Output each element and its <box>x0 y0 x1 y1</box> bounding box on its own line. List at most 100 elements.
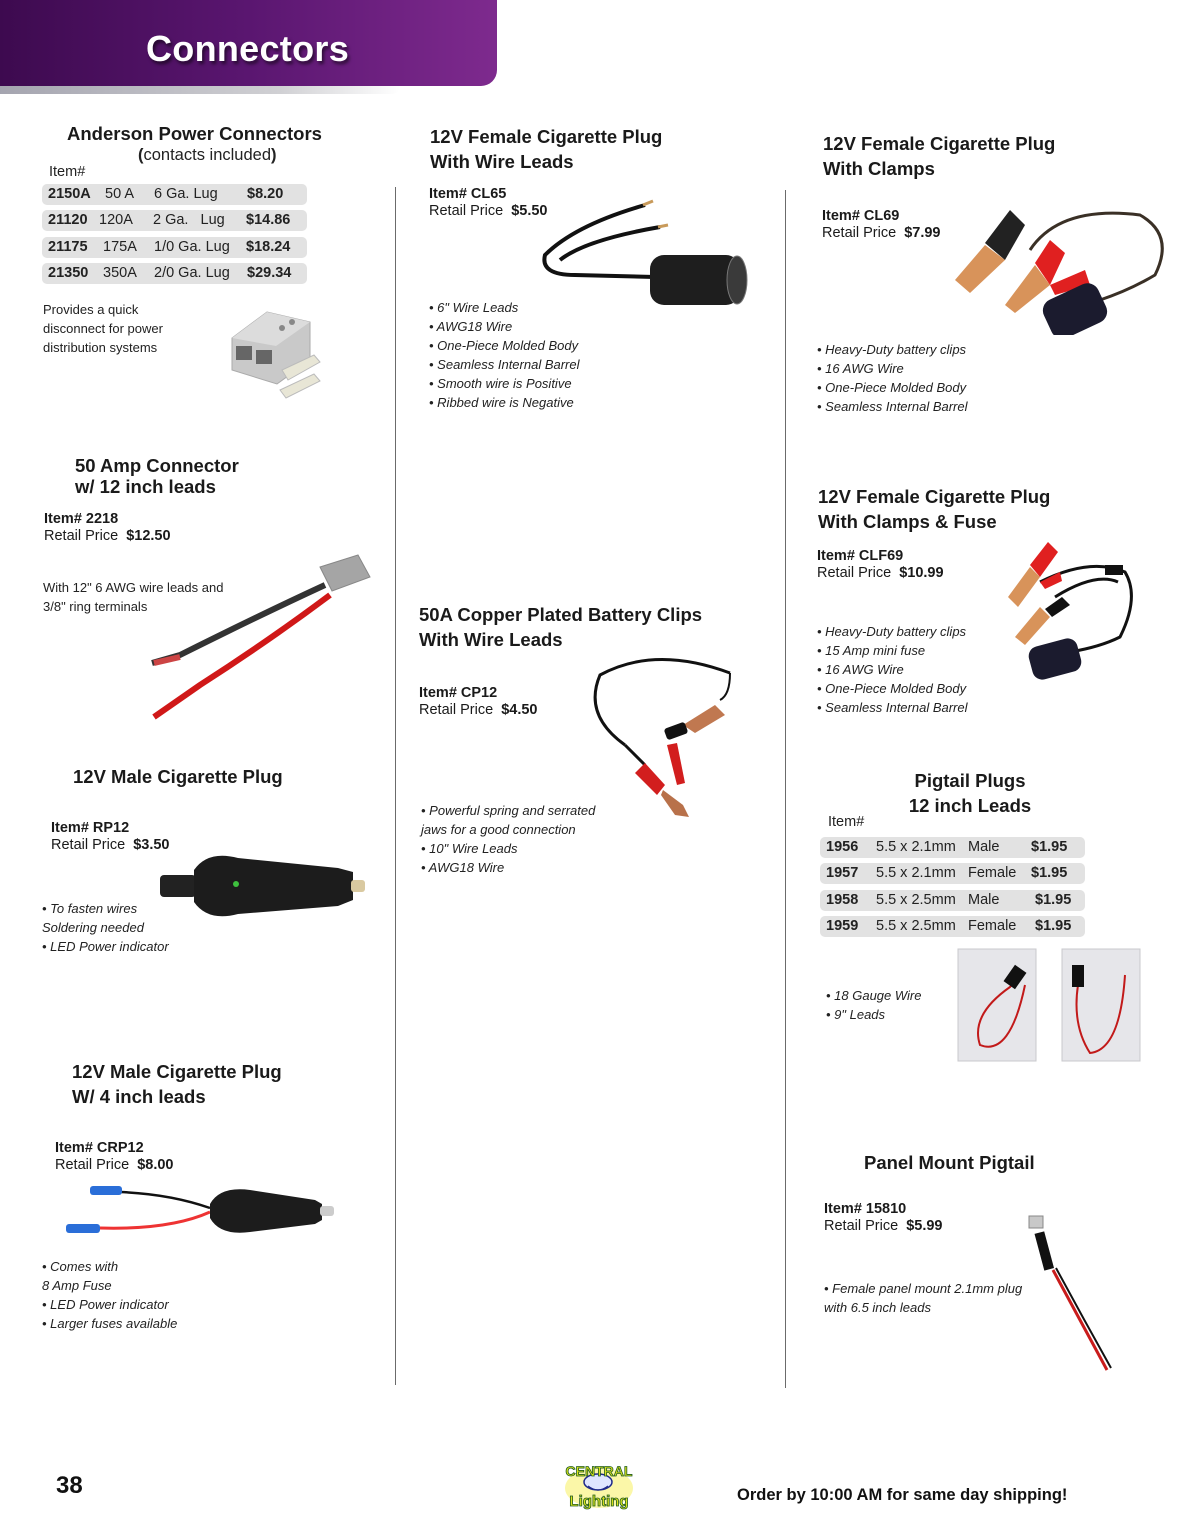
price: $8.20 <box>247 186 284 202</box>
title-line: 12V Female Cigarette Plug <box>430 126 663 147</box>
amps: 350A <box>103 265 137 281</box>
female-wire-features: • 6" Wire Leads • AWG18 Wire • One-Piece… <box>429 298 580 412</box>
feature-item: • 15 Amp mini fuse <box>817 643 926 658</box>
amps: 120A <box>99 212 133 228</box>
size: 5.5 x 2.5mm <box>876 892 956 908</box>
battery-clips-image <box>593 658 731 817</box>
feature-item: jaws for a good connection <box>421 822 576 837</box>
gauge: 1/0 Ga. Lug <box>154 239 230 255</box>
anderson-item-header: Item# <box>49 164 86 180</box>
anderson-connector-image <box>231 311 321 399</box>
table-row: 1958 5.5 x 2.5mm Male $1.95 <box>820 890 1085 911</box>
female-wire-price-line: Retail Price $5.50 <box>429 203 548 220</box>
male-plug-features: • To fasten wires Soldering needed • LED… <box>42 899 169 956</box>
male-plug-price-line: Retail Price $3.50 <box>51 837 170 854</box>
gender: Male <box>968 892 1000 908</box>
amps: 50 A <box>105 186 135 202</box>
battery-clips-item: Item# CP12 <box>419 685 498 701</box>
size: 5.5 x 2.1mm <box>876 865 956 881</box>
connector-50a-price-line: Retail Price $12.50 <box>44 528 171 545</box>
desc-line: distribution systems <box>43 340 158 355</box>
male-plug-leads-title: 12V Male Cigarette Plug W/ 4 inch leads <box>72 1059 282 1109</box>
panel-mount-title: Panel Mount Pigtail <box>864 1152 1035 1173</box>
connector-50a-description: With 12" 6 AWG wire leads and 3/8" ring … <box>43 578 223 616</box>
feature-item: • Female panel mount 2.1mm plug <box>824 1281 1023 1296</box>
feature-item: • Heavy-Duty battery clips <box>817 342 967 357</box>
male-plug-leads-image <box>66 1186 334 1233</box>
feature-item: • Ribbed wire is Negative <box>429 395 574 410</box>
feature-item: • 9" Leads <box>826 1007 886 1022</box>
table-row: 1956 5.5 x 2.1mm Male $1.95 <box>820 837 1085 858</box>
panel-mount-features: • Female panel mount 2.1mm plug with 6.5… <box>824 1279 1022 1317</box>
female-wire-item: Item# CL65 <box>429 186 507 202</box>
title-line: With Clamps & Fuse <box>818 511 997 532</box>
price: $4.50 <box>501 702 538 718</box>
feature-item: • 18 Gauge Wire <box>826 988 922 1003</box>
gauge: 6 Ga. Lug <box>154 186 218 202</box>
price-label: Retail Price <box>51 837 126 853</box>
feature-item: • One-Piece Molded Body <box>817 380 967 395</box>
price: $14.86 <box>246 212 291 228</box>
pigtail-item-header: Item# <box>828 814 865 830</box>
item-number: 2150A <box>48 186 91 202</box>
male-plug-title: 12V Male Cigarette Plug <box>73 766 283 787</box>
battery-clips-price-line: Retail Price $4.50 <box>419 702 538 719</box>
title-line: 50A Copper Plated Battery Clips <box>419 604 703 625</box>
panel-mount-item: Item# 15810 <box>824 1201 907 1217</box>
price: $5.50 <box>511 203 548 219</box>
price: $12.50 <box>126 528 171 544</box>
male-plug-item: Item# RP12 <box>51 820 130 836</box>
column-divider-right <box>785 190 786 1388</box>
price: $7.99 <box>904 225 941 241</box>
title-line: With Wire Leads <box>430 151 574 172</box>
male-plug-leads-price-line: Retail Price $8.00 <box>55 1157 174 1174</box>
item-number: 21350 <box>48 265 89 281</box>
title-line: 12V Male Cigarette Plug <box>72 1061 282 1082</box>
desc-line: With 12" 6 AWG wire leads and <box>43 580 224 595</box>
feature-item: • To fasten wires <box>42 901 138 916</box>
anderson-subtitle: (contacts included) <box>138 146 277 165</box>
male-plug-leads-item: Item# CRP12 <box>55 1140 144 1156</box>
price: $18.24 <box>246 239 291 255</box>
female-clamps-fuse-image <box>1008 542 1133 680</box>
female-clamps-fuse-features: • Heavy-Duty battery clips • 15 Amp mini… <box>817 622 968 717</box>
feature-item: • One-Piece Molded Body <box>429 338 579 353</box>
title-line: 12V Female Cigarette Plug <box>823 133 1056 154</box>
feature-item: • 6" Wire Leads <box>429 300 519 315</box>
feature-item: • Powerful spring and serrated <box>421 803 596 818</box>
feature-item: • Seamless Internal Barrel <box>429 357 580 372</box>
female-clamps-features: • Heavy-Duty battery clips • 16 AWG Wire… <box>817 340 968 416</box>
feature-item: • AWG18 Wire <box>429 319 513 334</box>
column-divider-left <box>395 187 396 1385</box>
logo-text-bottom: Lighting <box>569 1493 628 1510</box>
title-line: With Wire Leads <box>419 629 563 650</box>
feature-item: • Comes with <box>42 1259 119 1274</box>
male-plug-leads-features: • Comes with 8 Amp Fuse • LED Power indi… <box>42 1257 177 1333</box>
price: $1.95 <box>1031 865 1068 881</box>
header-banner-shadow <box>0 86 400 94</box>
amps: 175A <box>103 239 137 255</box>
price-label: Retail Price <box>419 702 494 718</box>
female-clamps-price-line: Retail Price $7.99 <box>822 225 941 242</box>
female-clamps-fuse-item: Item# CLF69 <box>817 548 904 564</box>
title-line: 12 inch Leads <box>908 795 1032 816</box>
price: $8.00 <box>137 1157 174 1173</box>
item-number: 1957 <box>826 865 859 881</box>
item-number: 1959 <box>826 918 859 934</box>
gender: Female <box>968 918 1017 934</box>
gender: Female <box>968 865 1017 881</box>
price-label: Retail Price <box>824 1218 899 1234</box>
table-row: 21120 120A 2 Ga. Lug $14.86 <box>42 210 307 231</box>
desc-line: disconnect for power <box>43 321 163 336</box>
price-label: Retail Price <box>55 1157 130 1173</box>
price: $1.95 <box>1035 892 1072 908</box>
shipping-note: Order by 10:00 AM for same day shipping! <box>737 1486 1068 1504</box>
desc-line: 3/8" ring terminals <box>43 599 148 614</box>
feature-item: • LED Power indicator <box>42 1297 169 1312</box>
title-line: 12V Female Cigarette Plug <box>818 486 1051 507</box>
feature-item: • One-Piece Molded Body <box>817 681 967 696</box>
feature-item: Soldering needed <box>42 920 144 935</box>
title-line: W/ 4 inch leads <box>72 1086 206 1107</box>
gauge: 2/0 Ga. Lug <box>154 265 230 281</box>
title-line: With Clamps <box>823 158 935 179</box>
